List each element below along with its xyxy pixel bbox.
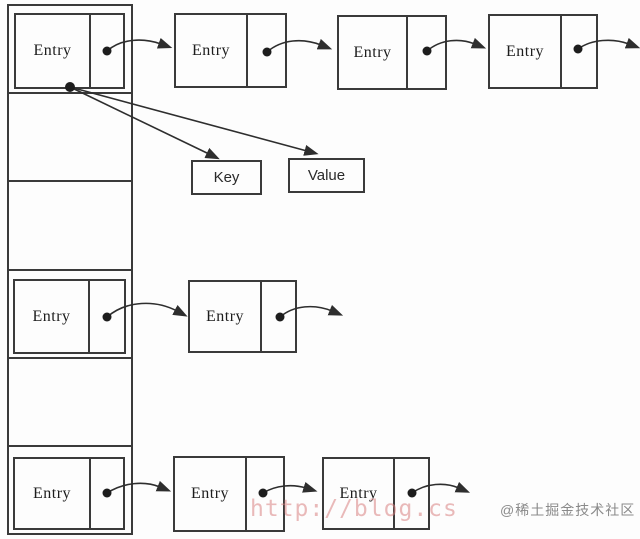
- next-pointer-slot: [245, 458, 283, 530]
- entry-node-chain2-0: Entry: [13, 279, 126, 354]
- value-label: Value: [307, 167, 346, 184]
- key-label: Key: [213, 169, 240, 186]
- next-pointer-slot: [89, 15, 123, 87]
- entry-node-chain1-1: Entry: [174, 13, 287, 88]
- key-box: Key: [191, 160, 262, 195]
- entry-label: Entry: [32, 484, 72, 502]
- entry-node-chain3-0: Entry: [13, 457, 125, 530]
- bucket-1: [9, 92, 131, 180]
- next-pointer-slot: [393, 459, 428, 528]
- entry-label: Entry: [191, 41, 231, 59]
- next-pointer-slot: [260, 282, 295, 351]
- entry-label: Entry: [33, 42, 72, 59]
- url-watermark: http://blog.cs: [250, 496, 458, 522]
- next-pointer-slot: [89, 459, 123, 528]
- entry-label: Entry: [505, 42, 545, 60]
- next-pointer-slot: [560, 16, 596, 87]
- entry-label: Entry: [353, 43, 392, 61]
- bucket-4: [9, 356, 131, 445]
- entry-label: Entry: [339, 484, 378, 502]
- value-box: Value: [288, 158, 365, 193]
- entry-label: Entry: [32, 307, 71, 325]
- entry-label: Entry: [205, 307, 245, 325]
- community-watermark: @稀土掘金技术社区: [500, 502, 636, 518]
- entry-node-chain1-0: Entry: [14, 13, 125, 89]
- bucket-2: [9, 180, 131, 268]
- next-pointer-slot: [246, 15, 285, 86]
- entry-node-chain1-2: Entry: [337, 15, 447, 90]
- bucket-5: [9, 444, 131, 533]
- next-pointer-slot: [406, 17, 445, 88]
- entry-node-chain1-3: Entry: [488, 14, 598, 89]
- next-pointer-slot: [88, 281, 124, 352]
- bucket-3: [9, 268, 131, 357]
- entry-label: Entry: [190, 485, 230, 502]
- entry-node-chain2-1: Entry: [188, 280, 297, 353]
